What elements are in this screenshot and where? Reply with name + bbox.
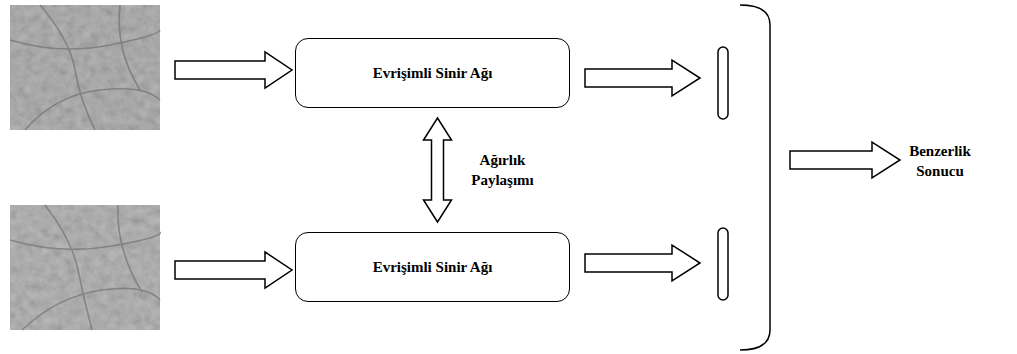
box-label: Evrişimli Sinir Ağı <box>373 257 493 277</box>
bracket <box>740 5 770 350</box>
palmprint-image <box>10 5 160 130</box>
double-block-arrow <box>424 118 452 222</box>
box-label: Evrişimli Sinir Ağı <box>373 63 493 83</box>
edge-label: Ağırlık Paylaşımı <box>462 150 544 191</box>
palmprint-image <box>10 205 160 330</box>
result-label: Benzerlik Sonucu <box>897 141 983 182</box>
process-box: Evrişimli Sinir Ağı <box>295 232 570 302</box>
process-box: Evrişimli Sinir Ağı <box>295 38 570 108</box>
feature-vector <box>718 47 728 300</box>
